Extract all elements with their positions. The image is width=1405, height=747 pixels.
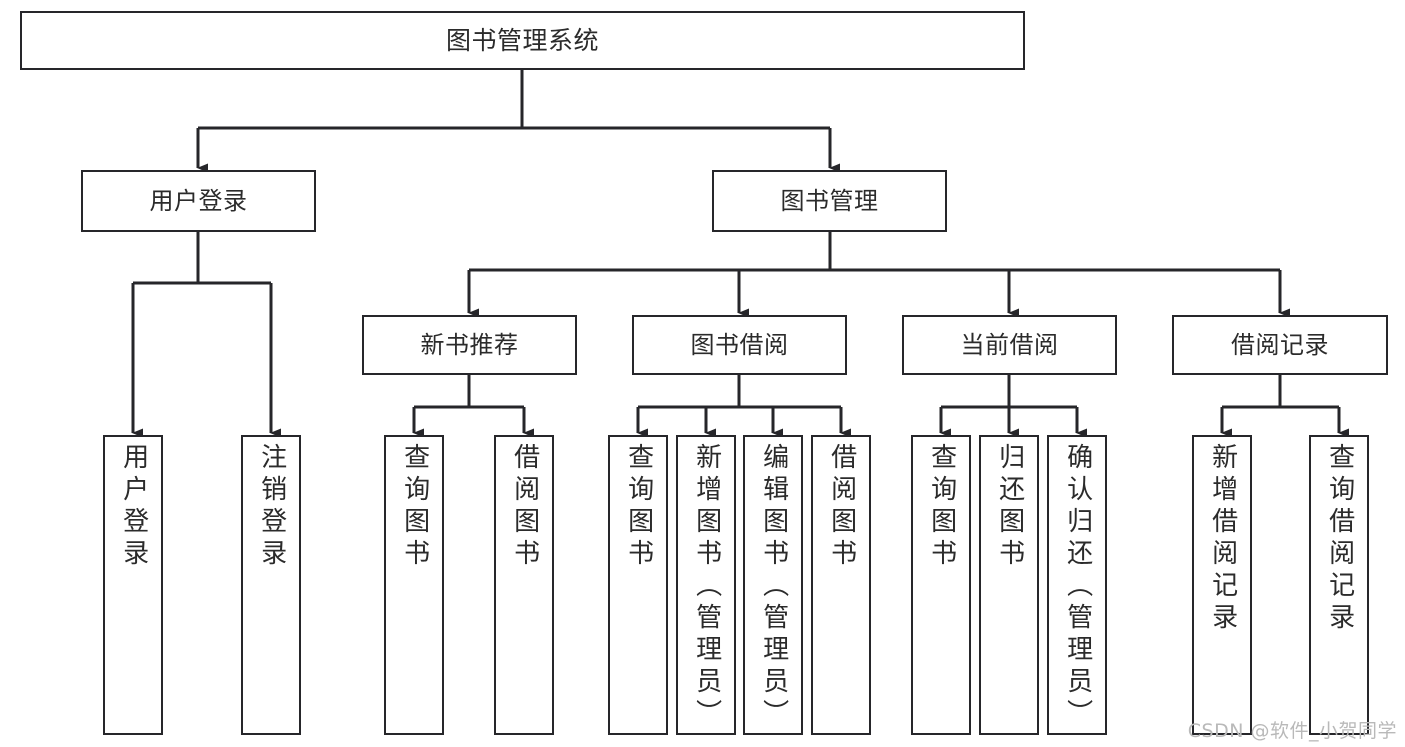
node-leaf-user-login[interactable]: 用户登录: [103, 435, 163, 735]
node-book-borrow-label: 图书借阅: [690, 330, 789, 359]
node-leaf-edit-book-label: 编辑图书（管理员）: [758, 443, 789, 731]
node-borrow-record[interactable]: 借阅记录: [1172, 315, 1388, 375]
node-leaf-return-book[interactable]: 归还图书: [979, 435, 1039, 735]
node-leaf-borrow-book-1-label: 借阅图书: [509, 443, 540, 571]
node-book-manage-label: 图书管理: [780, 186, 879, 215]
node-new-book-recommend[interactable]: 新书推荐: [362, 315, 577, 375]
node-new-book-recommend-label: 新书推荐: [420, 330, 519, 359]
node-root-system-label: 图书管理系统: [445, 25, 599, 55]
node-book-borrow[interactable]: 图书借阅: [632, 315, 847, 375]
node-borrow-record-label: 借阅记录: [1231, 330, 1329, 359]
node-book-manage[interactable]: 图书管理: [712, 170, 947, 232]
node-leaf-add-book-label: 新增图书（管理员）: [691, 443, 722, 731]
node-leaf-query-book-2[interactable]: 查询图书: [608, 435, 668, 735]
node-leaf-borrow-book-2-label: 借阅图书: [826, 443, 857, 571]
node-leaf-user-logout-label: 注销登录: [256, 443, 287, 571]
node-leaf-query-book-1[interactable]: 查询图书: [384, 435, 444, 735]
node-leaf-query-book-3-label: 查询图书: [926, 443, 957, 571]
node-leaf-borrow-book-2[interactable]: 借阅图书: [811, 435, 871, 735]
node-leaf-query-book-1-label: 查询图书: [399, 443, 430, 571]
node-leaf-query-record-label: 查询借阅记录: [1324, 443, 1355, 635]
node-leaf-query-record[interactable]: 查询借阅记录: [1309, 435, 1369, 735]
node-leaf-add-record[interactable]: 新增借阅记录: [1192, 435, 1252, 735]
node-current-borrow-label: 当前借阅: [960, 330, 1059, 359]
node-leaf-user-login-label: 用户登录: [118, 443, 149, 571]
node-leaf-edit-book[interactable]: 编辑图书（管理员）: [743, 435, 803, 735]
node-current-borrow[interactable]: 当前借阅: [902, 315, 1117, 375]
node-leaf-add-record-label: 新增借阅记录: [1207, 443, 1238, 635]
node-leaf-confirm-return[interactable]: 确认归还（管理员）: [1047, 435, 1107, 735]
node-root-system[interactable]: 图书管理系统: [20, 11, 1025, 70]
node-leaf-add-book[interactable]: 新增图书（管理员）: [676, 435, 736, 735]
node-leaf-confirm-return-label: 确认归还（管理员）: [1062, 443, 1093, 731]
node-leaf-query-book-3[interactable]: 查询图书: [911, 435, 971, 735]
node-user-login[interactable]: 用户登录: [81, 170, 316, 232]
node-user-login-label: 用户登录: [149, 186, 248, 215]
node-leaf-query-book-2-label: 查询图书: [623, 443, 654, 571]
node-leaf-return-book-label: 归还图书: [994, 443, 1025, 571]
node-leaf-borrow-book-1[interactable]: 借阅图书: [494, 435, 554, 735]
node-leaf-user-logout[interactable]: 注销登录: [241, 435, 301, 735]
